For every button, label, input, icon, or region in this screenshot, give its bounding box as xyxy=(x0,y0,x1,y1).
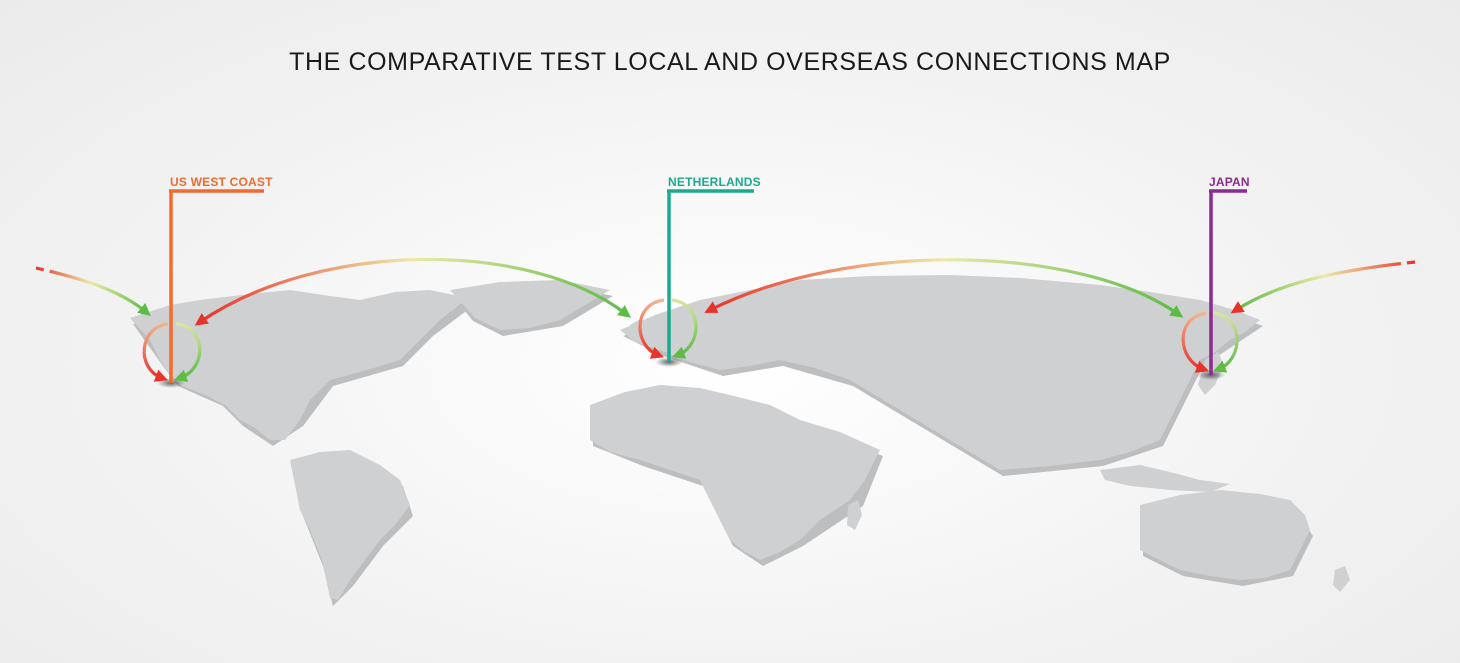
loop-nl-left xyxy=(638,298,665,359)
loop-us-right xyxy=(173,322,202,382)
eurasia xyxy=(620,275,1260,470)
arc-wrap-left xyxy=(35,266,151,317)
loop-jp-left xyxy=(1181,311,1210,373)
loop-nl-right xyxy=(671,298,698,359)
netherlands-label: NETHERLANDS xyxy=(668,175,761,189)
land-masses xyxy=(130,275,1350,600)
new-zealand xyxy=(1333,566,1350,592)
map-title: THE COMPARATIVE TEST LOCAL AND OVERSEAS … xyxy=(289,48,1171,76)
japan-label: JAPAN xyxy=(1209,175,1250,189)
australia xyxy=(1140,490,1310,580)
madagascar xyxy=(847,500,862,530)
loop-us-left xyxy=(142,322,169,382)
north-america xyxy=(130,290,468,440)
loop-jp-right xyxy=(1213,311,1239,373)
se-asia-islands xyxy=(1100,465,1230,492)
south-america xyxy=(290,450,410,600)
us-west-coast-label: US WEST COAST xyxy=(170,175,273,189)
arc-wrap-right xyxy=(1230,260,1416,314)
arc-nl-to-jp xyxy=(704,258,1184,318)
africa xyxy=(590,385,880,560)
arc-us-to-nl xyxy=(194,257,632,326)
